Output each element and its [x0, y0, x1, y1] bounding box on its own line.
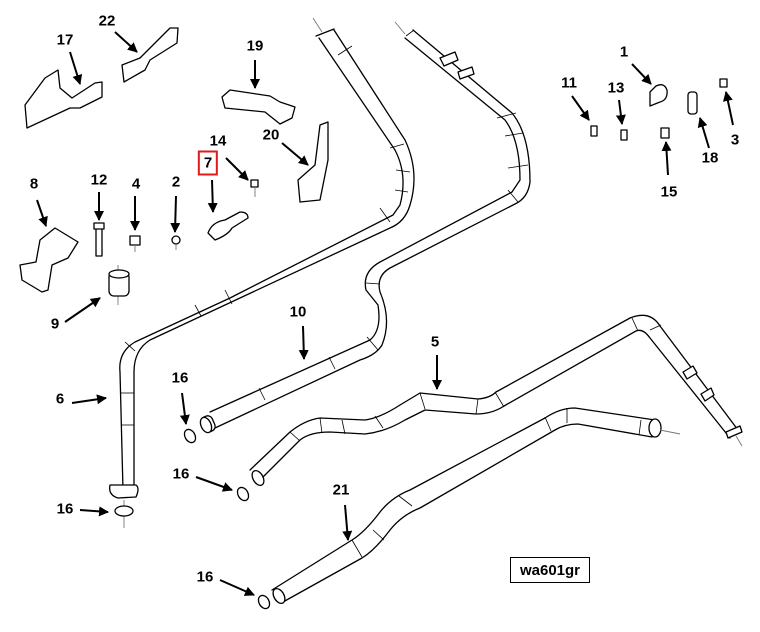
bolt-13	[620, 129, 628, 141]
callout-5: 5	[430, 333, 440, 351]
callout-10: 10	[289, 303, 307, 321]
bolt-11	[590, 125, 598, 137]
tube-21	[271, 407, 681, 605]
bolt-15	[660, 127, 670, 139]
bracket-22	[121, 27, 179, 83]
bolt-14	[250, 179, 259, 197]
callout-17: 17	[56, 31, 74, 49]
o-rings	[114, 428, 271, 610]
callout-12: 12	[90, 171, 108, 189]
callout-15: 15	[660, 183, 678, 201]
bolt-4	[129, 235, 141, 252]
callout-4: 4	[131, 175, 141, 193]
leader-arrows	[36, 31, 734, 596]
callout-20: 20	[262, 126, 280, 144]
reference-code-box: wa601gr	[510, 557, 590, 583]
callout-18: 18	[701, 149, 719, 167]
bracket-17	[24, 69, 103, 129]
bracket-8	[19, 227, 79, 293]
callout-16a: 16	[171, 369, 189, 387]
bolt-12	[93, 222, 105, 257]
tube-10	[199, 21, 531, 434]
tube-6	[109, 17, 415, 528]
callout-21: 21	[332, 481, 350, 499]
tube-5	[249, 314, 743, 487]
bracket-20	[297, 121, 329, 203]
callout-2: 2	[171, 173, 181, 191]
callout-16b: 16	[172, 465, 190, 483]
callout-13: 13	[607, 79, 625, 97]
callout-8: 8	[29, 175, 39, 193]
callout-3: 3	[730, 131, 740, 149]
callout-22: 22	[98, 12, 116, 30]
callout-14: 14	[209, 132, 227, 150]
nut-2	[171, 235, 181, 250]
reference-code: wa601gr	[519, 561, 581, 579]
spacer-9	[108, 265, 130, 305]
callout-7-highlighted[interactable]: 7	[197, 150, 219, 176]
bracket-19	[221, 89, 296, 125]
spacer-18	[687, 91, 698, 115]
callout-9: 9	[50, 315, 60, 333]
callout-6: 6	[55, 390, 65, 408]
clamp-7	[207, 211, 249, 241]
callout-19: 19	[246, 37, 264, 55]
callout-1: 1	[619, 43, 629, 61]
clip-1	[649, 84, 668, 107]
bolt-3	[719, 78, 728, 88]
callout-16d: 16	[196, 568, 214, 586]
callout-11: 11	[561, 74, 577, 92]
callout-16c: 16	[56, 500, 74, 518]
